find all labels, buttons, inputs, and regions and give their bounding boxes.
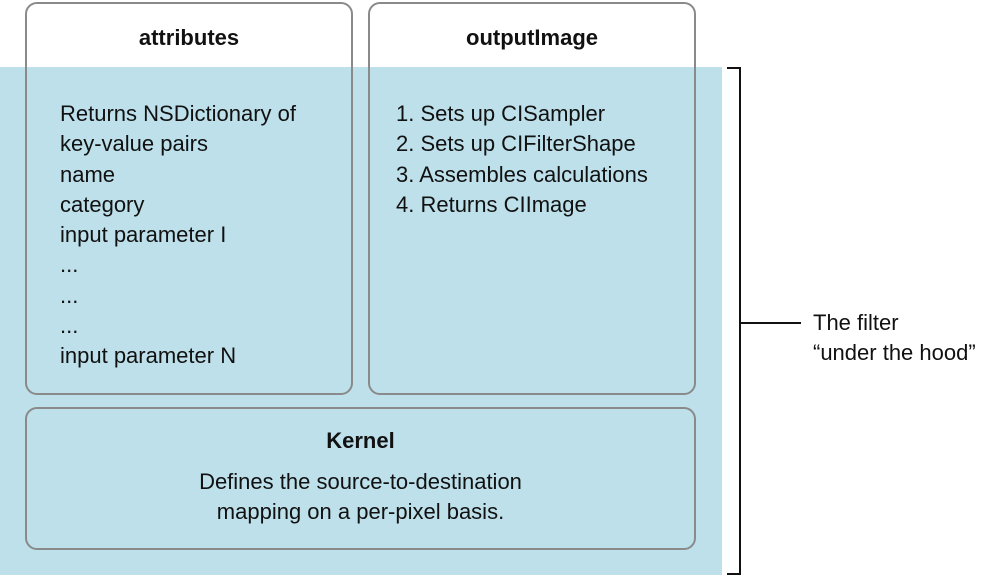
output-image-steps: 1. Sets up CISampler 2. Sets up CIFilter…: [396, 99, 648, 220]
side-label-line-1: The filter: [813, 310, 899, 335]
filter-under-the-hood-label: The filter “under the hood”: [813, 308, 976, 368]
kernel-description-line: mapping on a per-pixel basis.: [216, 499, 505, 524]
attributes-line: input parameter I: [60, 222, 227, 248]
filter-bracket: [727, 67, 741, 575]
kernel-description: Defines the source-to-destination mappin…: [27, 467, 694, 527]
attributes-line: ...: [60, 282, 79, 308]
output-image-box: outputImage 1. Sets up CISampler 2. Sets…: [368, 2, 696, 395]
kernel-description-line: Defines the source-to-destination: [199, 469, 522, 494]
attributes-line: input parameter N: [60, 343, 237, 369]
output-image-step: 1. Sets up CISampler: [396, 101, 606, 126]
kernel-title: Kernel: [326, 428, 395, 453]
attributes-list: Returns NSDictionary of key-value pairs …: [60, 99, 296, 372]
output-image-step: 3. Assembles calculations: [396, 161, 648, 187]
attributes-line: ...: [60, 313, 79, 339]
filter-background-panel: [0, 67, 722, 575]
side-label-line-2: “under the hood”: [813, 340, 976, 365]
attributes-line: category: [60, 191, 145, 217]
attributes-line: name: [60, 161, 116, 187]
attributes-line: ...: [60, 252, 79, 278]
bracket-pointer-line: [741, 322, 801, 324]
output-image-step: 4. Returns CIImage: [396, 191, 587, 217]
kernel-box: Kernel Defines the source-to-destination…: [25, 407, 696, 550]
output-image-title: outputImage: [466, 25, 598, 50]
attributes-line: key-value pairs: [60, 131, 208, 157]
output-image-step: 2. Sets up CIFilterShape: [396, 131, 636, 157]
attributes-line: Returns NSDictionary of: [60, 101, 296, 126]
attributes-title: attributes: [138, 25, 240, 50]
attributes-box: attributes Returns NSDictionary of key-v…: [25, 2, 353, 395]
